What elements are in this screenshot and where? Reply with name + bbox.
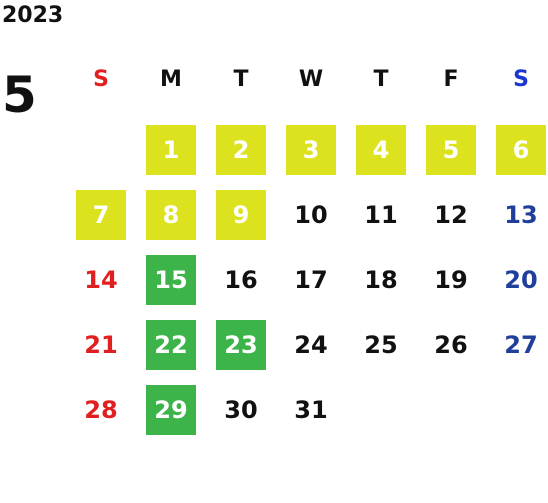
day-cell[interactable]: 31 xyxy=(294,396,328,424)
day-cell[interactable]: 15 xyxy=(146,255,196,305)
day-cell[interactable]: 20 xyxy=(504,266,538,294)
day-cell[interactable]: 21 xyxy=(84,331,118,359)
day-cell[interactable]: 16 xyxy=(224,266,258,294)
day-cell[interactable]: 23 xyxy=(216,320,266,370)
weekday-header: W xyxy=(298,67,324,92)
day-cell[interactable]: 12 xyxy=(434,201,468,229)
weekday-header: M xyxy=(160,67,182,92)
weekday-header: S xyxy=(513,67,529,92)
day-cell[interactable]: 7 xyxy=(76,190,126,240)
day-cell[interactable]: 6 xyxy=(496,125,546,175)
day-cell[interactable]: 9 xyxy=(216,190,266,240)
day-cell[interactable]: 13 xyxy=(504,201,538,229)
day-cell[interactable]: 1 xyxy=(146,125,196,175)
weekday-header: F xyxy=(443,67,459,92)
weekday-header: S xyxy=(93,67,109,92)
day-cell[interactable]: 26 xyxy=(434,331,468,359)
day-cell[interactable]: 18 xyxy=(364,266,398,294)
day-cell[interactable]: 3 xyxy=(286,125,336,175)
day-cell[interactable]: 22 xyxy=(146,320,196,370)
day-cell[interactable]: 30 xyxy=(224,396,258,424)
day-cell[interactable]: 8 xyxy=(146,190,196,240)
day-cell[interactable]: 17 xyxy=(294,266,328,294)
day-cell[interactable]: 28 xyxy=(84,396,118,424)
day-cell[interactable]: 4 xyxy=(356,125,406,175)
day-cell[interactable]: 2 xyxy=(216,125,266,175)
day-cell[interactable]: 19 xyxy=(434,266,468,294)
day-cell[interactable]: 29 xyxy=(146,385,196,435)
day-cell[interactable]: 24 xyxy=(294,331,328,359)
day-cell[interactable]: 10 xyxy=(294,201,328,229)
calendar-month: 5 xyxy=(2,66,37,124)
weekday-header: T xyxy=(373,67,389,92)
weekday-header: T xyxy=(233,67,249,92)
day-cell[interactable]: 25 xyxy=(364,331,398,359)
day-cell[interactable]: 14 xyxy=(84,266,118,294)
day-cell[interactable]: 27 xyxy=(504,331,538,359)
day-cell[interactable]: 11 xyxy=(364,201,398,229)
day-cell[interactable]: 5 xyxy=(426,125,476,175)
calendar-year: 2023 xyxy=(2,3,64,28)
